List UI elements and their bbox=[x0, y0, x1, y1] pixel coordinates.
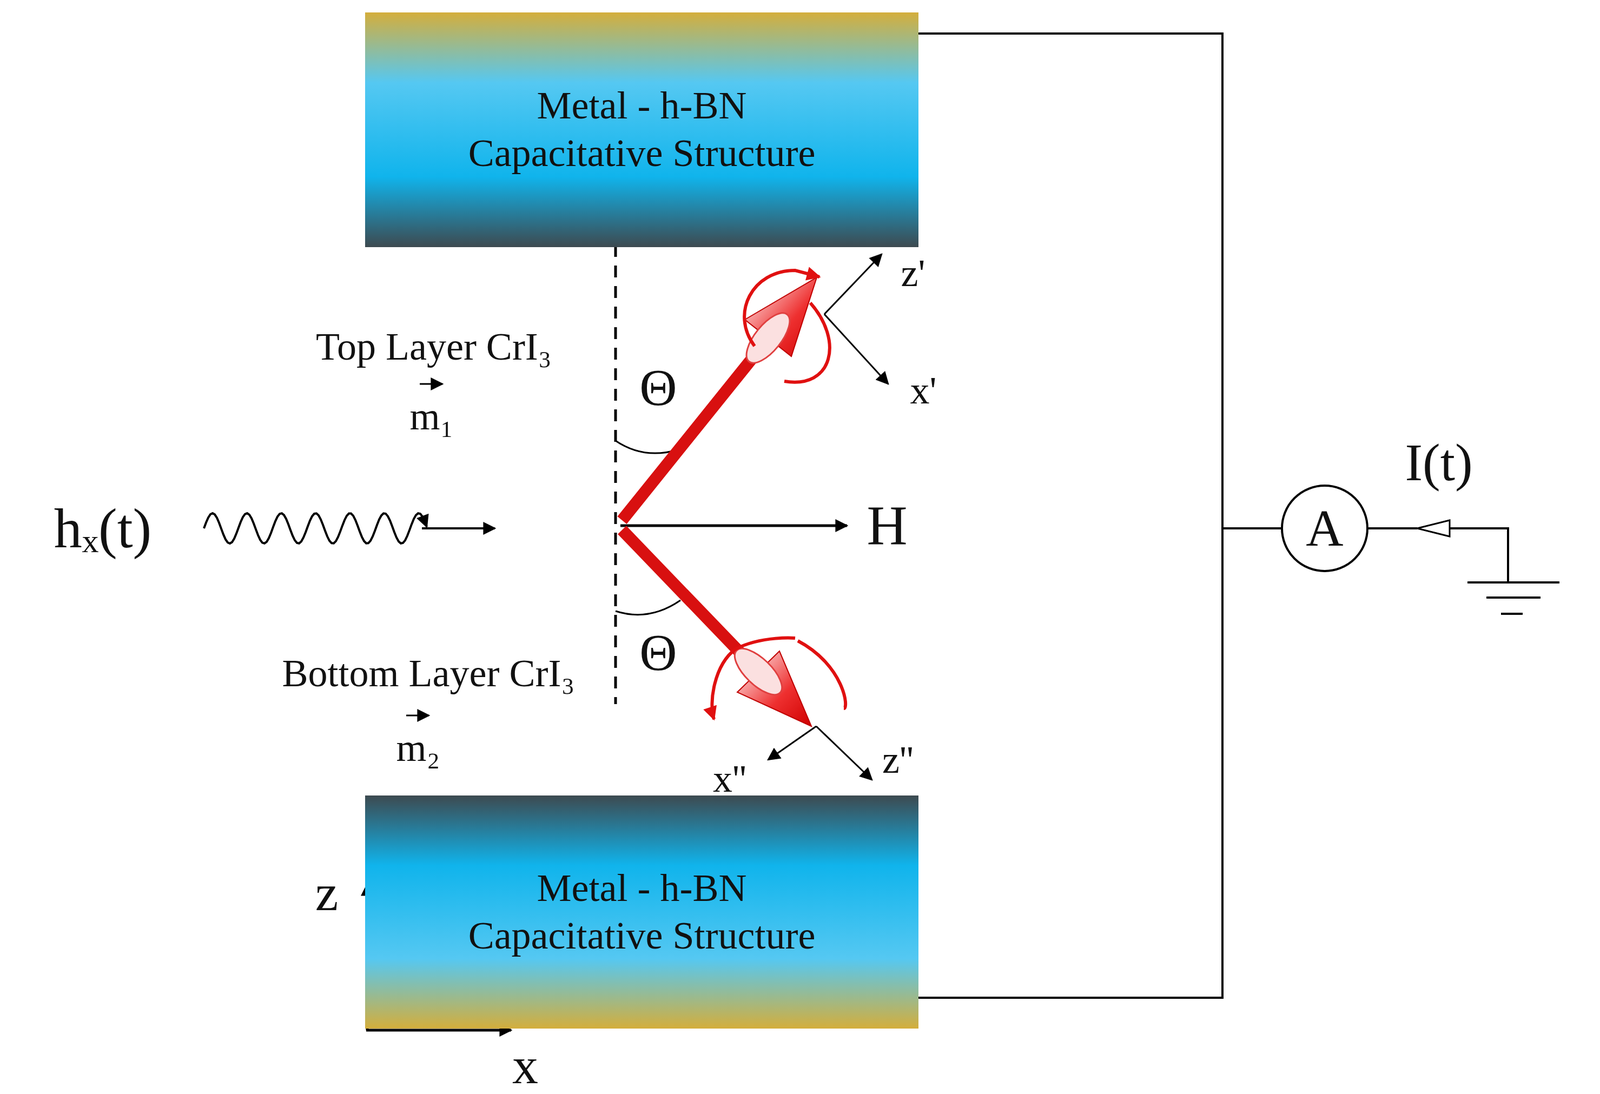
axis-label: z bbox=[315, 867, 339, 919]
ammeter-symbol: A bbox=[1280, 484, 1369, 573]
capacitor-plate: Metal - h-BN Capacitative Structure bbox=[365, 795, 919, 1029]
angle-label: Θ bbox=[639, 361, 677, 414]
axis-label: z'' bbox=[882, 740, 914, 780]
axis-label: x' bbox=[910, 371, 937, 411]
angle-label: Θ bbox=[639, 626, 677, 679]
axis-label: x'' bbox=[712, 759, 747, 799]
axis-label: x bbox=[512, 1040, 539, 1093]
node-text: Metal - h-BN Capacitative Structure bbox=[436, 82, 848, 178]
moment-label: m₁ bbox=[409, 397, 454, 436]
moment-label: m₂ bbox=[395, 728, 440, 768]
node-text: Metal - h-BN Capacitative Structure bbox=[436, 864, 848, 961]
layer-label: Top Layer CrI₃ bbox=[315, 327, 552, 367]
wire bbox=[918, 33, 1281, 529]
capacitor-plate: Metal - h-BN Capacitative Structure bbox=[365, 12, 919, 248]
axis-label: z' bbox=[901, 253, 926, 293]
wire bbox=[918, 528, 1281, 998]
signal-label: hₓ(t) bbox=[54, 500, 152, 557]
node-text: A bbox=[1305, 496, 1344, 560]
current-label: I(t) bbox=[1404, 435, 1473, 489]
layer-label: Bottom Layer CrI₃ bbox=[282, 653, 575, 693]
field-label: H bbox=[866, 497, 908, 554]
